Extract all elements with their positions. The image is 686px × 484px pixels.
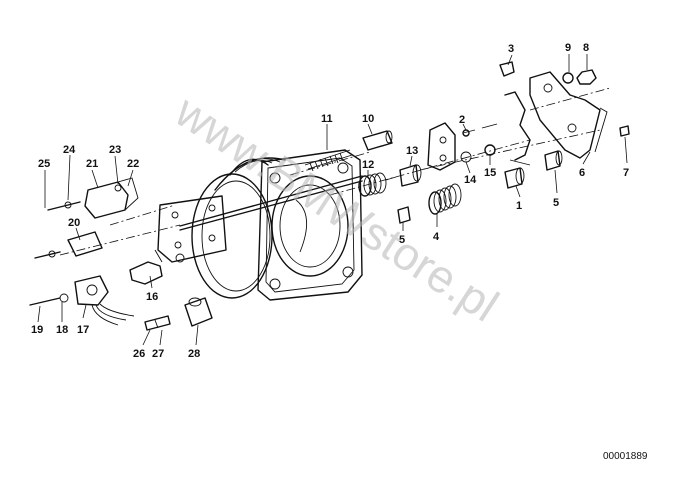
throttle-disc-cover — [191, 173, 273, 299]
small-fasteners — [460, 123, 498, 163]
callout-2: 2 — [459, 114, 465, 126]
alignment-lines — [59, 87, 611, 256]
part-12-spring — [358, 172, 397, 197]
callout-4: 4 — [433, 231, 440, 243]
part-5-bushings — [397, 150, 563, 224]
callout-18: 18 — [56, 324, 68, 336]
callout-20: 20 — [68, 217, 80, 229]
throttle-switch-assembly — [34, 177, 139, 259]
callout-16: 16 — [146, 291, 158, 303]
part-6-bracket — [529, 71, 608, 159]
throttle-lever-plate — [427, 122, 456, 171]
part-13-bushing — [399, 164, 422, 187]
callout-19: 19 — [31, 324, 43, 336]
callout-5a: 5 — [399, 234, 405, 246]
callout-14: 14 — [464, 174, 477, 186]
part-17-sensor — [29, 275, 135, 326]
callout-9: 9 — [565, 42, 571, 54]
switch-mounting-plate — [157, 195, 227, 263]
callout-25: 25 — [38, 158, 50, 170]
callout-17: 17 — [77, 324, 89, 336]
callout-15: 15 — [484, 167, 496, 179]
callout-23: 23 — [109, 144, 121, 156]
part-4-spring — [428, 183, 462, 215]
callout-13: 13 — [406, 145, 418, 157]
top-fasteners — [499, 61, 630, 137]
callout-10: 10 — [362, 113, 374, 125]
callout-3: 3 — [508, 43, 514, 55]
callout-7: 7 — [623, 167, 629, 179]
part-11-spring-rod — [304, 149, 353, 172]
callout-11: 11 — [321, 113, 333, 125]
part-10-sleeve — [362, 130, 393, 151]
callout-28: 28 — [188, 348, 200, 360]
callout-1: 1 — [516, 200, 522, 212]
connector-parts — [144, 297, 213, 331]
callout-labels: 1 2 3 4 5 5 6 7 8 9 10 11 12 13 14 15 16… — [31, 42, 629, 360]
part-1-lever — [504, 91, 531, 189]
callout-8: 8 — [583, 42, 589, 54]
throttle-body — [179, 149, 363, 301]
callout-6: 6 — [579, 167, 585, 179]
diagram-code: 00001889 — [603, 451, 648, 462]
callout-21: 21 — [86, 158, 98, 170]
callout-5b: 5 — [553, 197, 559, 209]
callout-26: 26 — [133, 348, 145, 360]
callout-24: 24 — [63, 144, 76, 156]
callout-22: 22 — [127, 158, 139, 170]
part-16-lever — [129, 249, 163, 285]
leader-lines — [37, 54, 628, 346]
callout-12: 12 — [362, 159, 374, 171]
callout-27: 27 — [152, 348, 164, 360]
